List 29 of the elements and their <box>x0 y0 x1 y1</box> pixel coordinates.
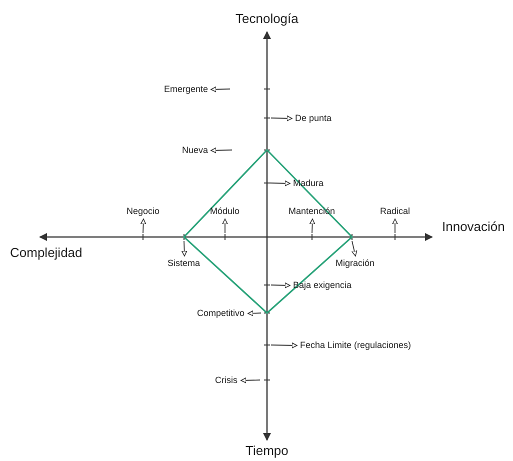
tick-label: Migración <box>336 258 375 268</box>
tick-label: Radical <box>380 206 410 216</box>
axis-label: Innovación <box>442 218 505 234</box>
tick-label: Fecha Limite (regulaciones) <box>300 340 412 350</box>
axis-label: Tecnología <box>236 10 298 26</box>
tick-label: De punta <box>295 112 332 124</box>
leader-arrow <box>270 180 290 186</box>
leader-arrow <box>270 115 292 122</box>
leader-arrow <box>240 377 260 384</box>
leader-arrow <box>210 86 230 92</box>
tick-label: Módulo <box>210 206 240 216</box>
tick-label: Crisis <box>215 374 238 386</box>
leader-arrow <box>181 240 188 256</box>
leader-arrow <box>140 218 146 234</box>
tick-label: Emergente <box>164 84 208 94</box>
axis-label: Complejidad <box>10 244 82 260</box>
leader-arrow <box>270 282 290 288</box>
leader-arrow <box>309 218 316 234</box>
leader-arrow <box>352 240 358 256</box>
tick-label: Sistema <box>168 258 200 268</box>
leader-arrow <box>210 147 232 154</box>
leader-arrow <box>270 342 298 348</box>
axis-label: Tiempo <box>246 442 288 458</box>
leader-arrow <box>222 218 228 234</box>
tick-label: Competitivo <box>197 308 245 318</box>
tick-label: Negocio <box>126 206 160 216</box>
leader-arrow <box>248 310 262 316</box>
leader-arrow <box>392 218 398 234</box>
tick-label: Nueva <box>182 144 208 156</box>
